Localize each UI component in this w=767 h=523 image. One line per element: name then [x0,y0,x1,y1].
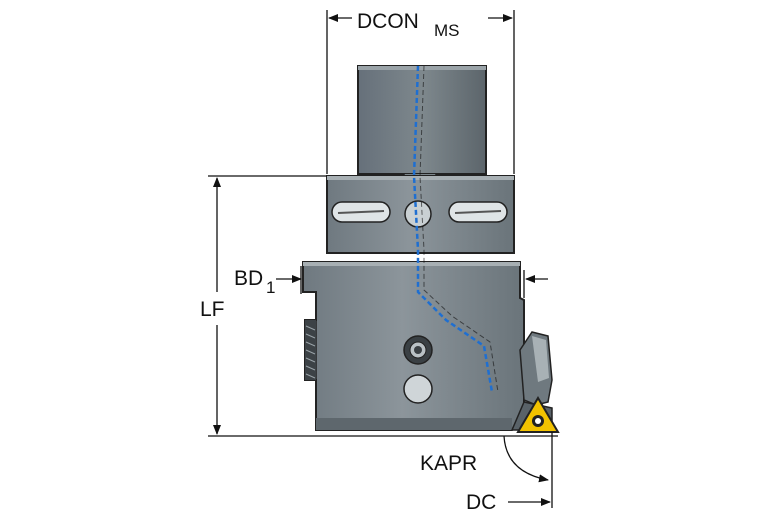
cutting-insert [516,396,560,433]
dcon-subscript: MS [434,21,460,40]
right-reference [523,270,548,298]
lf-dimension: LF [200,175,558,437]
bd-dimension: BD 1 [234,266,302,297]
body-hole [403,374,433,404]
flange-hole [404,200,432,228]
coolant-channel [412,65,494,393]
kapr-label: KAPR [420,452,477,475]
bd-label: BD [234,267,263,290]
screw-icon [403,335,433,365]
arrow-icon [503,435,549,483]
dc-dimension: DC [466,491,551,514]
dc-label: DC [466,491,496,514]
kapr-dimension: KAPR [420,432,553,508]
dcon-label: DCON [357,10,419,33]
knurl [305,320,316,380]
cutter-body [302,261,525,431]
dcon-dimension: DCON MS [326,10,515,174]
lf-label: LF [200,298,225,321]
bd-subscript: 1 [266,278,275,297]
